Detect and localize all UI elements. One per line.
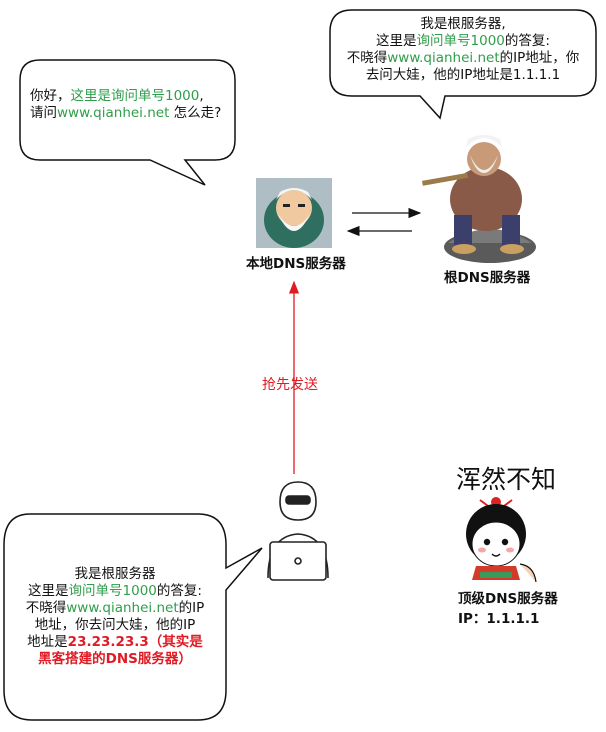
bubble-root-shape xyxy=(329,9,597,120)
arrow-label: 抢先发送 xyxy=(262,377,318,393)
bubble-root-line3: 不晓得www.qianhei.net的IP地址，你 xyxy=(346,50,580,66)
top-dns-ip: IP：1.1.1.1 xyxy=(458,611,540,627)
top-dns-label: 顶级DNS服务器 xyxy=(458,591,558,607)
local-dns-avatar xyxy=(256,178,332,248)
bubble-hacker-line3: 不晓得www.qianhei.net的IP xyxy=(25,600,205,616)
top-dns-avatar xyxy=(466,497,537,583)
bubble-hacker-shape xyxy=(3,513,263,721)
bubble-local-line1: 你好，这里是询问单号1000, xyxy=(30,88,204,104)
root-dns-label: 根DNS服务器 xyxy=(444,270,531,286)
bubble-root-text: 我是根服务器, 这里是询问单号1000的答复: 不晓得www.qianhei.n… xyxy=(334,16,592,84)
bubble-root-line2: 这里是询问单号1000的答复: xyxy=(376,33,550,49)
root-dns-avatar xyxy=(421,135,536,263)
bubble-local-text: 你好，这里是询问单号1000, 请问www.qianhei.net 怎么走? xyxy=(30,88,230,122)
bubble-root-line1: 我是根服务器, xyxy=(420,16,506,32)
bubble-hacker-line5: 地址是23.23.23.3（其实是 xyxy=(27,634,203,650)
bubble-root-line4: 去问大娃，他的IP地址是1.1.1.1 xyxy=(365,67,561,83)
bubble-hacker-text: 我是根服务器 这里是询问单号1000的答复: 不晓得www.qianhei.ne… xyxy=(10,566,220,668)
local-dns-label: 本地DNS服务器 xyxy=(246,256,346,272)
bubble-hacker-line4: 地址，你去问大娃，他的IP xyxy=(34,617,196,633)
hacker-icon xyxy=(267,481,329,581)
unaware-label: 浑然不知 xyxy=(456,465,557,494)
bubble-local-shape xyxy=(19,59,236,186)
bubble-hacker-line6: 黑客搭建的DNS服务器） xyxy=(38,651,192,667)
bubble-hacker-line2: 这里是询问单号1000的答复: xyxy=(28,583,202,599)
bubble-hacker-line1: 我是根服务器 xyxy=(74,566,156,582)
bubble-local-line2: 请问www.qianhei.net 怎么走? xyxy=(30,105,222,121)
